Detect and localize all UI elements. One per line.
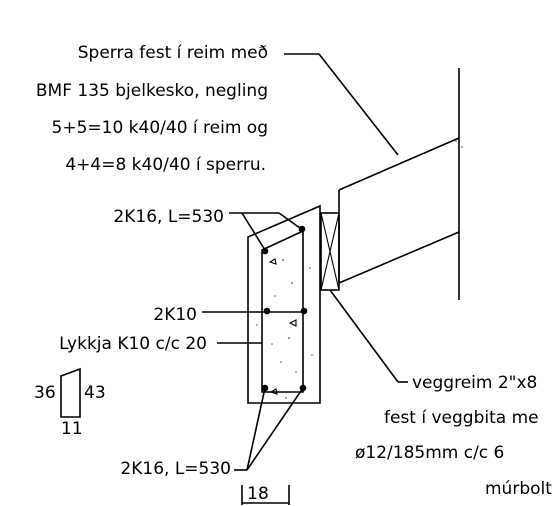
wall-plate-leader (329, 289, 408, 383)
stirrup-dim-bottom: 11 (61, 419, 83, 439)
wall-plate-icon (320, 212, 340, 291)
rafter-note-line-3: 5+5=10 k40/40 í reim og (52, 118, 268, 138)
concrete-texture (256, 258, 313, 399)
wall-plate-note-line-2: fest í veggbita me (384, 408, 539, 428)
rafter-note-line-2: BMF 135 bjelkesko, negling (36, 81, 268, 101)
rafter-note-line-4: 4+4=8 k40/40 í sperru. (65, 155, 266, 175)
stirrup-loop (261, 229, 304, 393)
wall-plate-note-line-4: múrbolt (485, 479, 552, 499)
stirrup-label: Lykkja K10 c/c 20 (59, 334, 207, 354)
rafter-beam (338, 137, 460, 284)
stirrup-shape-icon (60, 367, 81, 418)
top-rebar-label: 2K16, L=530 (113, 207, 224, 227)
rafter-note-line-1: Sperra fest í reim með (78, 43, 268, 63)
bottom-rebar-leader (234, 387, 304, 471)
wall-plate-note-line-3: ø12/185mm c/c 6 (355, 443, 504, 463)
top-rebar-leader (229, 212, 301, 251)
faint-marks (455, 140, 463, 148)
rebar-dots (261, 225, 308, 392)
concrete-beam-section (247, 204, 321, 404)
bottom-rebar-label: 2K16, L=530 (120, 459, 231, 479)
wall-plate-note-line-1: veggreim 2"x8 (412, 373, 537, 393)
dimension-width-label: 18 (247, 484, 269, 504)
rafter-note-leader (284, 53, 399, 156)
mid-rebar-label: 2K10 (153, 305, 197, 325)
stirrup-dim-left: 36 (34, 383, 56, 403)
width-dimension (241, 485, 290, 505)
stirrup-dim-right: 43 (84, 383, 106, 403)
